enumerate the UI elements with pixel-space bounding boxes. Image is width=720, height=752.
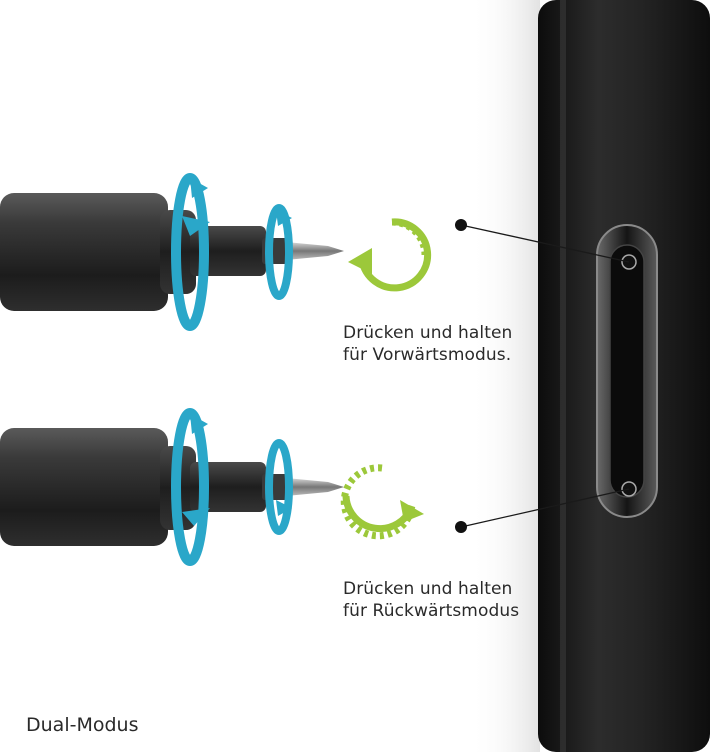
leader-line-forward <box>455 219 630 263</box>
counterclockwise-arrow-icon <box>340 464 424 540</box>
leader-line-reverse <box>455 488 630 533</box>
rotation-arrow-icon <box>265 439 293 535</box>
mode-title: Dual-Modus <box>26 714 139 736</box>
caption-reverse-mode: Drücken und halten für Rückwärtsmodus <box>343 578 519 622</box>
caption-reverse-line2: für Rückwärtsmodus <box>343 601 520 621</box>
caption-reverse-line1: Drücken und halten <box>343 579 513 599</box>
device-shadow <box>470 0 540 752</box>
direction-switch-button[interactable] <box>596 224 658 518</box>
caption-forward-line1: Drücken und halten <box>343 323 513 343</box>
clockwise-arrow-icon <box>348 218 432 292</box>
caption-forward-line2: für Vorwärtsmodus. <box>343 345 512 365</box>
caption-forward-mode: Drücken und halten für Vorwärtsmodus. <box>343 322 512 366</box>
rotation-arrow-icon <box>265 204 293 300</box>
rotation-arrow-icon <box>171 173 210 331</box>
rotation-arrow-icon <box>171 408 210 566</box>
